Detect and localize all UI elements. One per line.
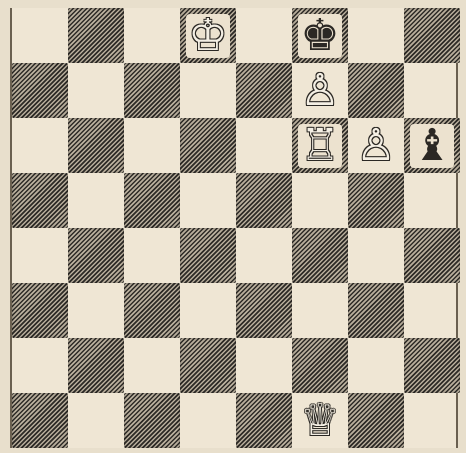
white-king-d8[interactable]: ♔ (180, 8, 236, 63)
square-d4[interactable] (180, 228, 236, 283)
square-b4[interactable] (68, 228, 124, 283)
square-c2[interactable] (124, 338, 180, 393)
square-e8[interactable] (236, 8, 292, 63)
white-pawn-g6[interactable]: ♙ (348, 118, 404, 173)
square-c3[interactable] (124, 283, 180, 338)
white-king-icon: ♔ (186, 14, 229, 58)
square-d2[interactable] (180, 338, 236, 393)
square-e7[interactable] (236, 63, 292, 118)
square-g8[interactable] (348, 8, 404, 63)
square-h3[interactable] (404, 283, 460, 338)
square-c8[interactable] (124, 8, 180, 63)
square-c6[interactable] (124, 118, 180, 173)
square-d5[interactable] (180, 173, 236, 228)
square-g4[interactable] (348, 228, 404, 283)
black-bishop-icon: ♝ (410, 124, 453, 168)
square-g1[interactable] (348, 393, 404, 448)
chess-board: ♔ ♚ ♙ ♖ ♙ ♝ ♕ (10, 8, 458, 448)
square-g7[interactable] (348, 63, 404, 118)
square-a6[interactable] (12, 118, 68, 173)
square-g3[interactable] (348, 283, 404, 338)
square-b1[interactable] (68, 393, 124, 448)
square-h4[interactable] (404, 228, 460, 283)
square-a7[interactable] (12, 63, 68, 118)
square-f5[interactable] (292, 173, 348, 228)
square-f3[interactable] (292, 283, 348, 338)
black-king-icon: ♚ (298, 14, 341, 58)
square-d7[interactable] (180, 63, 236, 118)
square-a4[interactable] (12, 228, 68, 283)
square-h8[interactable] (404, 8, 460, 63)
square-a3[interactable] (12, 283, 68, 338)
square-e3[interactable] (236, 283, 292, 338)
white-queen-icon: ♕ (300, 399, 339, 443)
square-a1[interactable] (12, 393, 68, 448)
white-pawn-icon: ♙ (356, 124, 395, 168)
square-e2[interactable] (236, 338, 292, 393)
white-pawn-icon: ♙ (300, 69, 339, 113)
square-h5[interactable] (404, 173, 460, 228)
black-king-f8[interactable]: ♚ (292, 8, 348, 63)
white-rook-icon: ♖ (298, 124, 341, 168)
black-bishop-h6[interactable]: ♝ (404, 118, 460, 173)
square-b3[interactable] (68, 283, 124, 338)
white-queen-f1[interactable]: ♕ (292, 393, 348, 448)
square-e6[interactable] (236, 118, 292, 173)
square-e4[interactable] (236, 228, 292, 283)
square-d3[interactable] (180, 283, 236, 338)
square-g2[interactable] (348, 338, 404, 393)
square-b2[interactable] (68, 338, 124, 393)
square-a8[interactable] (12, 8, 68, 63)
square-c5[interactable] (124, 173, 180, 228)
square-a5[interactable] (12, 173, 68, 228)
square-c4[interactable] (124, 228, 180, 283)
square-d6[interactable] (180, 118, 236, 173)
square-c7[interactable] (124, 63, 180, 118)
square-b6[interactable] (68, 118, 124, 173)
square-g5[interactable] (348, 173, 404, 228)
square-b8[interactable] (68, 8, 124, 63)
square-e5[interactable] (236, 173, 292, 228)
white-rook-f6[interactable]: ♖ (292, 118, 348, 173)
square-d1[interactable] (180, 393, 236, 448)
square-a2[interactable] (12, 338, 68, 393)
square-h2[interactable] (404, 338, 460, 393)
square-f4[interactable] (292, 228, 348, 283)
square-c1[interactable] (124, 393, 180, 448)
square-f2[interactable] (292, 338, 348, 393)
square-h7[interactable] (404, 63, 460, 118)
square-b5[interactable] (68, 173, 124, 228)
square-e1[interactable] (236, 393, 292, 448)
white-pawn-f7[interactable]: ♙ (292, 63, 348, 118)
square-b7[interactable] (68, 63, 124, 118)
square-h1[interactable] (404, 393, 460, 448)
